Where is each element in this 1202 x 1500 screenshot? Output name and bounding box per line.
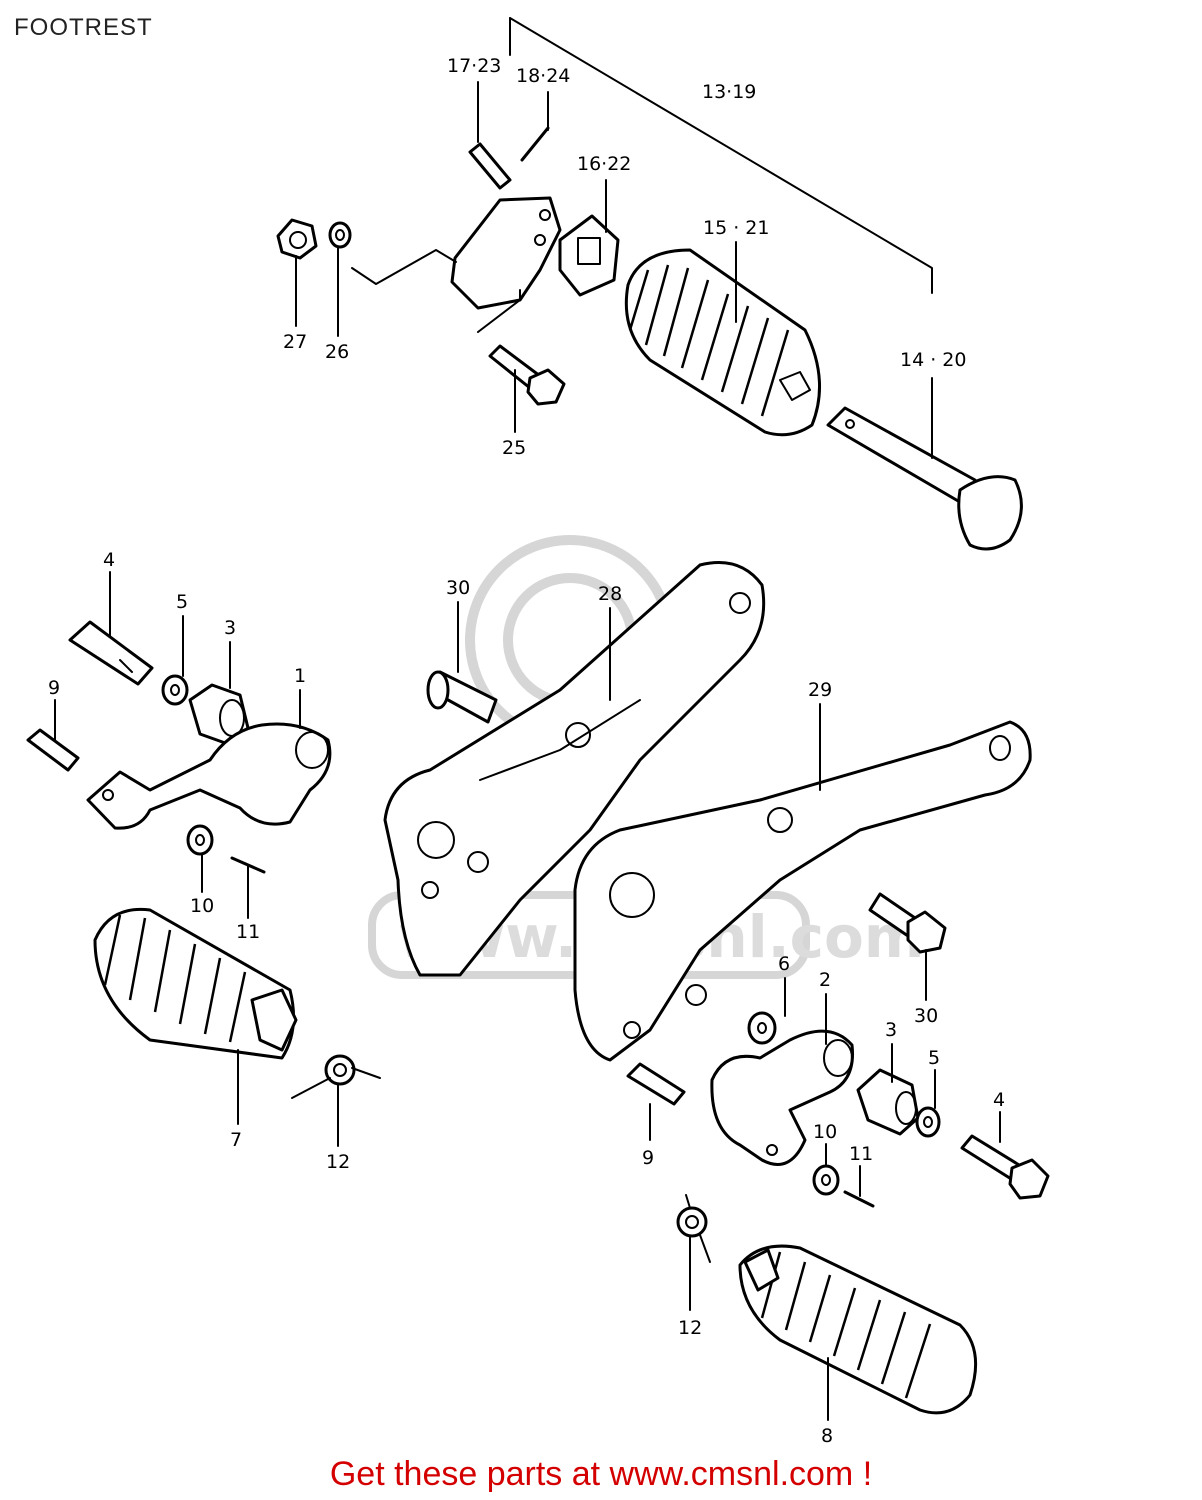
callout-10-right: 10: [813, 1121, 837, 1143]
callout-16-22: 16·22: [577, 153, 631, 175]
callout-12-left: 12: [326, 1151, 350, 1173]
callout-30-upper: 30: [446, 577, 470, 599]
callout-6: 6: [778, 953, 790, 975]
callout-4-right: 4: [993, 1089, 1005, 1111]
callout-2: 2: [819, 969, 831, 991]
callout-18-24: 18·24: [516, 65, 570, 87]
callout-14-20: 14 · 20: [900, 349, 966, 371]
callout-26: 26: [325, 341, 349, 363]
callout-29: 29: [808, 679, 832, 701]
callout-5-left: 5: [176, 591, 188, 613]
callout-17-23: 17·23: [447, 55, 501, 77]
callout-7: 7: [230, 1129, 242, 1151]
page-title: FOOTREST: [14, 14, 153, 41]
callout-4-left: 4: [103, 549, 115, 571]
upper-footrest-assembly: [276, 17, 1023, 551]
callout-25: 25: [502, 437, 526, 459]
callout-10-left: 10: [190, 895, 214, 917]
callout-12-right: 12: [678, 1317, 702, 1339]
callout-11-left: 11: [236, 921, 260, 943]
callout-9-right: 9: [642, 1147, 654, 1169]
callout-labels: 17·23 18·24 13·19 16·22 15 · 21 14 · 20 …: [48, 55, 1005, 1447]
leader-lines: [54, 81, 1001, 1421]
callout-9-left: 9: [48, 677, 60, 699]
right-footrest-assembly: [626, 1011, 1050, 1415]
callout-27: 27: [283, 331, 307, 353]
callout-1: 1: [294, 665, 306, 687]
callout-8: 8: [821, 1425, 833, 1447]
callout-3-right: 3: [885, 1019, 897, 1041]
frame-brackets: [383, 561, 1032, 1062]
left-footrest-assembly: [26, 620, 381, 1099]
callout-3-left: 3: [224, 617, 236, 639]
callout-5-right: 5: [928, 1047, 940, 1069]
callout-11-right: 11: [849, 1143, 873, 1165]
callout-15-21: 15 · 21: [703, 217, 769, 239]
callout-30-lower: 30: [914, 1005, 938, 1027]
callout-28: 28: [598, 583, 622, 605]
callout-13-19: 13·19: [702, 81, 756, 103]
footer-shop-link[interactable]: Get these parts at www.cmsnl.com !: [329, 1455, 873, 1493]
